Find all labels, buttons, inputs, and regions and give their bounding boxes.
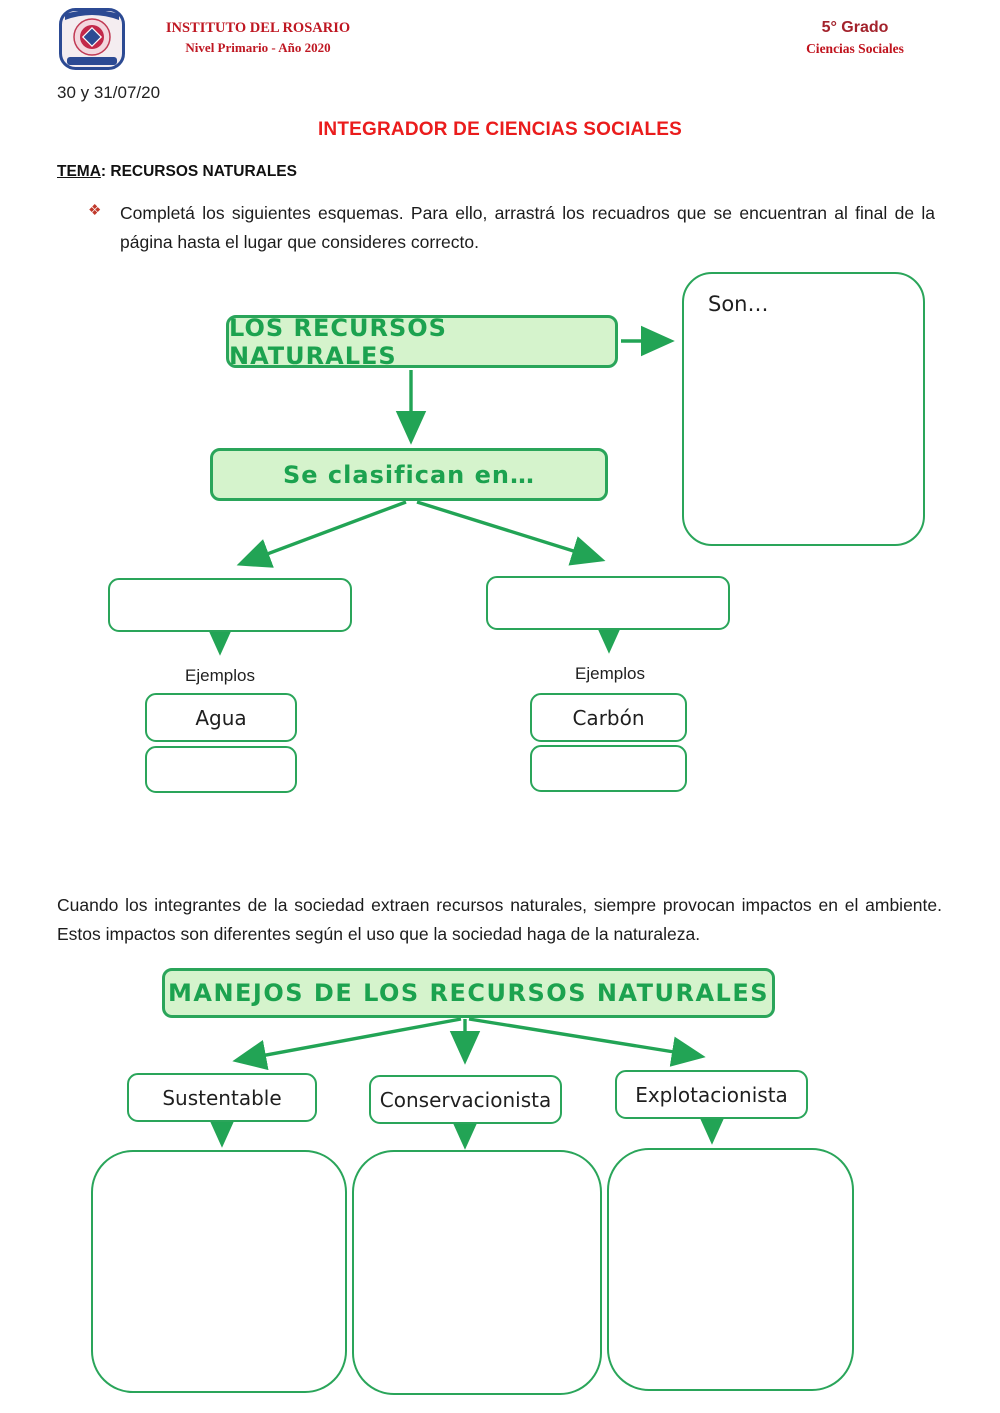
examples-label-left: Ejemplos xyxy=(185,666,255,685)
node-los-recursos-naturales: LOS RECURSOS NATURALES xyxy=(226,314,618,370)
node-manejos-title: MANEJOS DE LOS RECURSOS NATURALES xyxy=(162,968,775,1018)
example-box-carbon: Carbón xyxy=(530,693,687,742)
page-title: INTEGRADOR DE CIENCIAS SOCIALES xyxy=(317,119,683,140)
son-answer-box[interactable]: Son… xyxy=(682,272,925,546)
answer-box-left-example[interactable] xyxy=(145,746,297,793)
answer-box-left-category[interactable] xyxy=(108,578,352,632)
grade-label: 5° Grado xyxy=(821,19,889,36)
bullet-diamond-icon: ❖ xyxy=(88,202,102,219)
school-name: INSTITUTO DEL ROSARIO xyxy=(165,20,351,36)
node-conservacionista: Conservacionista xyxy=(369,1075,562,1124)
date-label: 30 y 31/07/20 xyxy=(57,83,161,102)
subject-label: Ciencias Sociales xyxy=(806,41,904,56)
son-label: Son… xyxy=(708,292,769,316)
school-logo-icon xyxy=(59,8,125,70)
node-se-clasifican: Se clasifican en… xyxy=(210,448,608,501)
instruction-text: Completá los siguientes esquemas. Para e… xyxy=(120,203,935,252)
answer-box-conservacionista[interactable] xyxy=(352,1150,602,1395)
example-box-agua: Agua xyxy=(145,693,297,742)
impacts-paragraph: Cuando los integrantes de la sociedad ex… xyxy=(57,895,942,944)
tema-value: : RECURSOS NATURALES xyxy=(100,163,297,180)
node-explotacionista: Explotacionista xyxy=(615,1070,808,1119)
node-sustentable: Sustentable xyxy=(127,1073,317,1122)
examples-label-right: Ejemplos xyxy=(575,664,645,683)
answer-box-right-category[interactable] xyxy=(486,576,730,630)
school-level: Nivel Primario - Año 2020 xyxy=(185,40,331,55)
answer-box-right-example[interactable] xyxy=(530,745,687,792)
tema-line: TEMA: RECURSOS NATURALES xyxy=(57,163,297,181)
answer-box-sustentable[interactable] xyxy=(91,1150,347,1393)
answer-box-explotacionista[interactable] xyxy=(607,1148,854,1391)
tema-label: TEMA xyxy=(57,163,101,180)
